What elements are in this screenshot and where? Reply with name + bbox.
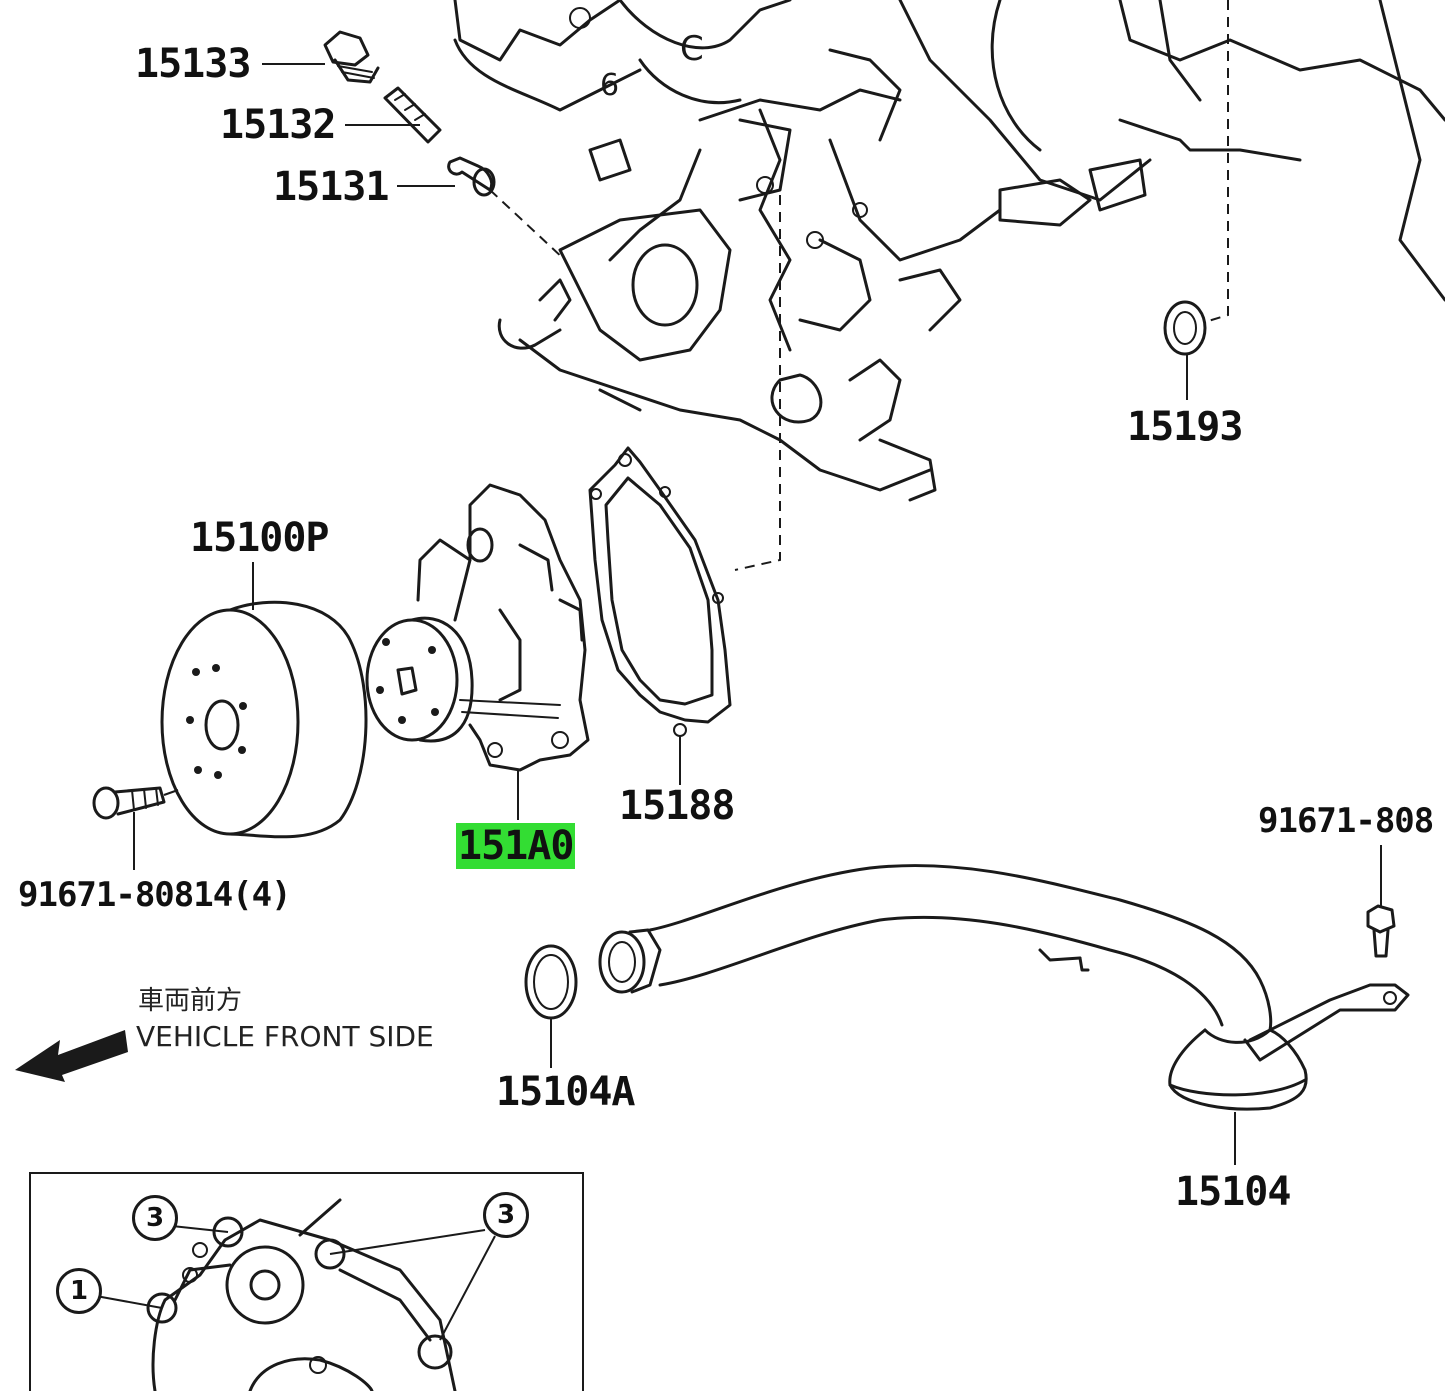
dashed-guide-15193 bbox=[1204, 0, 1229, 323]
dashed-guide-15131 bbox=[489, 189, 566, 261]
label-15104[interactable]: 15104 bbox=[1175, 1169, 1291, 1215]
vehicle-front-english-note: VEHICLE FRONT SIDE bbox=[136, 1020, 434, 1053]
callout-1: 1 bbox=[56, 1268, 102, 1314]
label-15188[interactable]: 15188 bbox=[619, 783, 735, 829]
vehicle-front-arrow-icon bbox=[15, 1030, 128, 1082]
label-15104A[interactable]: 15104A bbox=[496, 1069, 635, 1115]
oil-strainer-15104 bbox=[598, 864, 1410, 1111]
label-91671-right[interactable]: 91671-808 bbox=[1258, 801, 1434, 841]
svg-text:6: 6 bbox=[600, 68, 619, 103]
label-15132[interactable]: 15132 bbox=[220, 102, 336, 148]
label-91671-80814[interactable]: 91671-80814(4) bbox=[18, 875, 292, 915]
svg-text:C: C bbox=[680, 29, 704, 69]
pulley-15100P bbox=[160, 600, 368, 839]
plug-15133 bbox=[323, 30, 380, 84]
label-15100P[interactable]: 15100P bbox=[190, 515, 329, 561]
label-15131[interactable]: 15131 bbox=[273, 164, 389, 210]
dashed-guide-pump bbox=[734, 195, 781, 571]
bolt-91671-left bbox=[92, 786, 166, 820]
callout-3-right: 3 bbox=[483, 1192, 529, 1238]
water-pump-151A0 bbox=[365, 483, 590, 772]
oring-15104A bbox=[524, 944, 578, 1020]
stud-15132 bbox=[383, 86, 442, 144]
oring-15193 bbox=[1163, 300, 1207, 356]
bolt-91671-right bbox=[1366, 904, 1396, 958]
vehicle-front-japanese-note: 車両前方 bbox=[138, 986, 243, 1016]
highlight-151A0: 151A0 bbox=[456, 823, 576, 869]
engine-block: C 6 bbox=[453, 0, 1445, 502]
gasket-15188 bbox=[588, 446, 732, 737]
callout-3-left: 3 bbox=[132, 1195, 178, 1241]
dowel-15131 bbox=[447, 156, 496, 197]
label-151A0-highlighted[interactable]: 151A0 bbox=[456, 823, 576, 869]
label-15193[interactable]: 15193 bbox=[1127, 404, 1243, 450]
label-15133[interactable]: 15133 bbox=[135, 41, 251, 87]
detail-inset bbox=[29, 1172, 584, 1391]
